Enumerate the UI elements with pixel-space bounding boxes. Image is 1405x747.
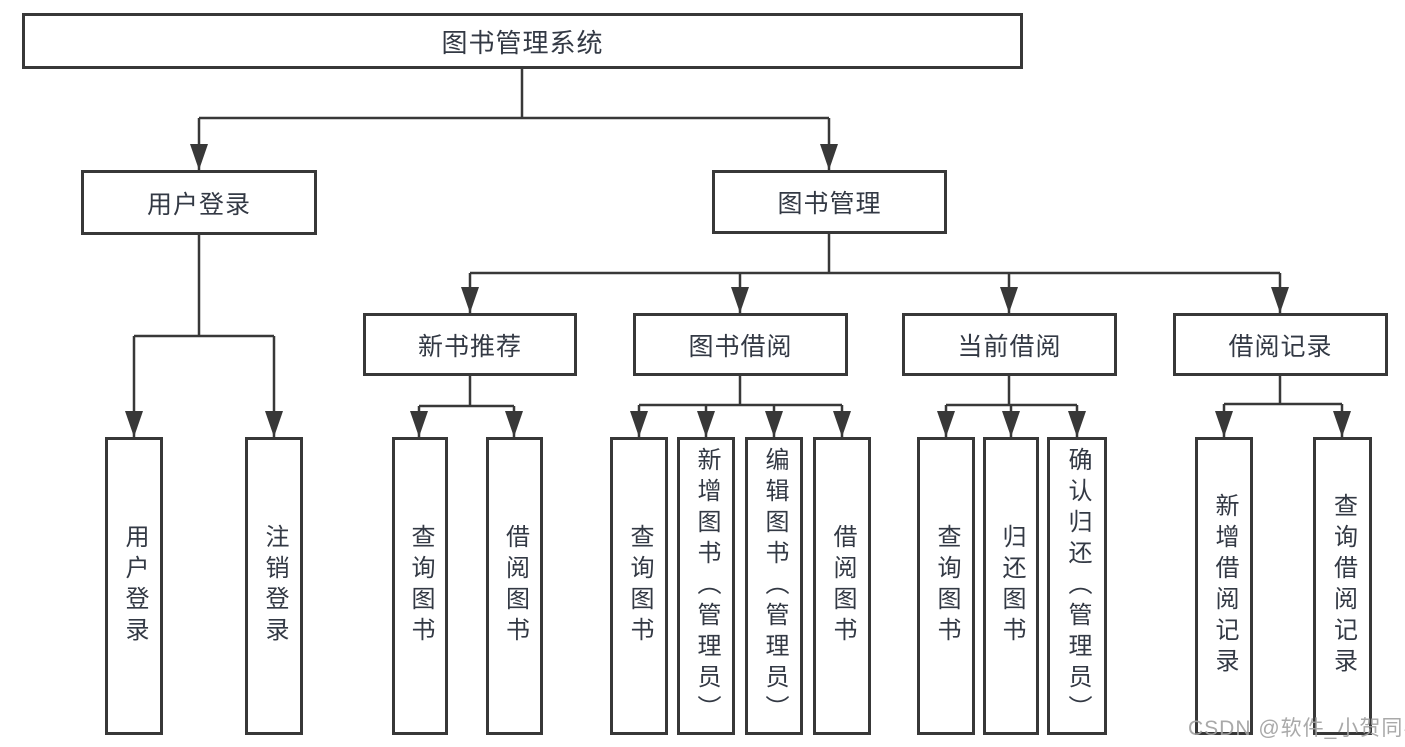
arrow-icon [833,411,851,437]
leaf-user-login: 用户登录 [105,437,163,735]
connector-userlogin-to-leaves [132,235,276,437]
arrow-icon [1333,411,1351,437]
leaf-label: 查询图书 [933,524,960,648]
arrow-icon [265,411,283,437]
leaf-borrow-books-recommend: 借阅图书 [486,437,543,735]
leaf-label: 归还图书 [998,524,1025,648]
node-new-book-recommend: 新书推荐 [363,313,577,376]
leaf-return-books: 归还图书 [983,437,1039,735]
node-user-login: 用户登录 [81,170,317,235]
arrow-icon [1000,287,1018,313]
connector-root-to-level2 [197,69,831,170]
arrowheads [125,144,1351,437]
leaf-add-books-admin: 新增图书（管理员） [677,437,735,735]
arrow-icon [1002,411,1020,437]
arrow-icon [505,411,523,437]
csdn-watermark: CSDN @软件_小贺同学 [1188,717,1405,740]
leaf-label: 新增图书（管理员） [693,446,720,726]
arrow-icon [820,144,838,170]
node-book-borrow: 图书借阅 [633,313,848,376]
leaf-query-books-recommend: 查询图书 [392,437,448,735]
leaf-label: 查询图书 [407,524,434,648]
arrow-icon [1215,411,1233,437]
arrow-icon [125,411,143,437]
arrow-icon [461,287,479,313]
leaf-label: 借阅图书 [829,524,856,648]
arrow-icon [1271,287,1289,313]
arrow-icon [630,411,648,437]
leaf-label: 用户登录 [121,524,148,648]
leaf-logout: 注销登录 [245,437,303,735]
arrow-icon [697,411,715,437]
arrow-icon [731,287,749,313]
node-label: 图书管理 [777,190,882,218]
connector-bookmgmt-to-level3 [468,234,1282,313]
connector-borrow-to-leaves [637,376,844,437]
node-borrow-records: 借阅记录 [1173,313,1388,376]
leaf-edit-books-admin: 编辑图书（管理员） [745,437,803,735]
leaf-query-borrow-record: 查询借阅记录 [1313,437,1372,735]
connector-records-to-leaves [1222,376,1344,437]
leaf-label: 查询借阅记录 [1329,493,1357,679]
arrow-icon [765,411,783,437]
node-current-borrow: 当前借阅 [902,313,1117,376]
node-label: 新书推荐 [417,332,522,361]
leaf-label: 编辑图书（管理员） [761,446,788,726]
arrow-icon [190,144,208,170]
leaf-label: 查询图书 [626,524,653,648]
leaf-query-books-borrow: 查询图书 [610,437,668,735]
leaf-confirm-return-admin: 确认归还（管理员） [1047,437,1107,735]
node-label: 图书管理系统 [441,27,604,58]
node-label: 当前借阅 [957,332,1062,361]
leaf-label: 注销登录 [261,524,288,648]
node-label: 用户登录 [146,190,251,219]
node-label: 图书借阅 [688,332,793,361]
arrow-icon [410,411,428,437]
leaf-query-books-current: 查询图书 [917,437,975,735]
connector-newbooks-to-leaves [417,376,516,437]
node-book-management: 图书管理 [712,170,947,234]
leaf-add-borrow-record: 新增借阅记录 [1195,437,1253,735]
node-library-system: 图书管理系统 [22,13,1023,69]
leaf-label: 借阅图书 [501,524,529,648]
leaf-label: 确认归还（管理员） [1064,446,1091,726]
node-label: 借阅记录 [1228,332,1333,361]
arrow-icon [937,411,955,437]
arrow-icon [1068,411,1086,437]
leaf-borrow-books: 借阅图书 [813,437,871,735]
leaf-label: 新增借阅记录 [1211,493,1238,679]
